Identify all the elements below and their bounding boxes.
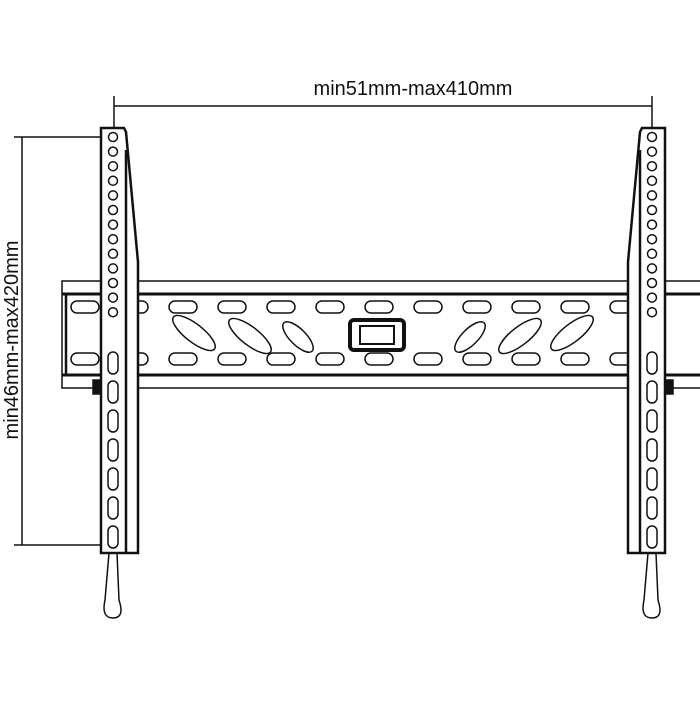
plate-slots	[70, 300, 639, 366]
plate-slot	[413, 352, 443, 366]
plate-slot	[315, 352, 345, 366]
plate-slot	[168, 300, 198, 314]
arm-hole	[646, 131, 658, 143]
arm-hole	[646, 146, 658, 157]
plate-slot	[168, 352, 198, 366]
plate-slot	[217, 352, 247, 366]
arm-hole	[107, 175, 119, 187]
height-dimension-line	[14, 136, 113, 546]
plate-slot	[70, 352, 100, 366]
arm-hole	[646, 190, 658, 201]
arm-hole	[107, 292, 119, 303]
arm-hole	[646, 175, 658, 187]
arm-hole	[646, 263, 658, 274]
width-dimension-line	[113, 96, 653, 132]
arm-hole	[107, 204, 119, 216]
arm-hole	[107, 248, 119, 260]
center-handle	[348, 318, 406, 352]
plate-slot	[364, 300, 394, 314]
arm-hole	[107, 233, 119, 245]
plate-slot	[462, 352, 492, 366]
left-vertical-arm	[92, 126, 140, 619]
arm-slot	[646, 496, 658, 520]
height-label: min46mm-max420mm	[1, 241, 23, 440]
arm-slot	[107, 380, 119, 404]
plate-slot	[560, 352, 590, 366]
arm-hole	[646, 219, 658, 230]
arm-slot	[107, 525, 119, 549]
plate-slot	[217, 300, 247, 314]
plate-slot	[413, 300, 443, 314]
plate-slot	[511, 300, 541, 314]
arm-hole	[646, 160, 658, 172]
arm-hole	[107, 131, 119, 143]
arm-hole	[107, 219, 119, 230]
plate-slot	[70, 300, 100, 314]
right-vertical-arm	[626, 126, 674, 619]
plate-slot	[511, 352, 541, 366]
arm-slot	[646, 351, 658, 375]
arm-hole	[107, 190, 119, 201]
arm-hole	[646, 277, 658, 289]
plate-slot	[364, 352, 394, 366]
arm-hole	[646, 248, 658, 260]
arm-slot	[646, 380, 658, 404]
safety-loop	[103, 552, 122, 619]
plate-slot	[560, 300, 590, 314]
arm-hole	[107, 160, 119, 172]
arm-hole	[646, 204, 658, 216]
arm-hole	[107, 263, 119, 274]
arm-slot	[107, 351, 119, 375]
arm-hole	[646, 233, 658, 245]
arm-slot	[107, 496, 119, 520]
arm-slot	[107, 438, 119, 462]
arm-hook	[92, 379, 102, 395]
arm-slot	[107, 467, 119, 491]
arm-hole	[107, 277, 119, 289]
oval-cutouts	[172, 314, 594, 355]
arm-slot	[646, 438, 658, 462]
width-label: min51mm-max410mm	[314, 78, 513, 100]
arm-hole	[107, 306, 119, 318]
wall-plate	[61, 280, 700, 389]
plate-slot	[462, 300, 492, 314]
arm-body	[99, 126, 140, 555]
arm-hole	[646, 306, 658, 318]
arm-slot	[646, 409, 658, 433]
arm-slot	[646, 467, 658, 491]
plate-slot	[266, 300, 296, 314]
arm-hook	[664, 379, 674, 395]
safety-loop	[642, 552, 661, 619]
arm-hole	[646, 292, 658, 303]
arm-body	[626, 126, 667, 555]
plate-slot	[266, 352, 296, 366]
plate-slot	[315, 300, 345, 314]
arm-slot	[646, 525, 658, 549]
arm-slot	[107, 409, 119, 433]
arm-hole	[107, 146, 119, 157]
